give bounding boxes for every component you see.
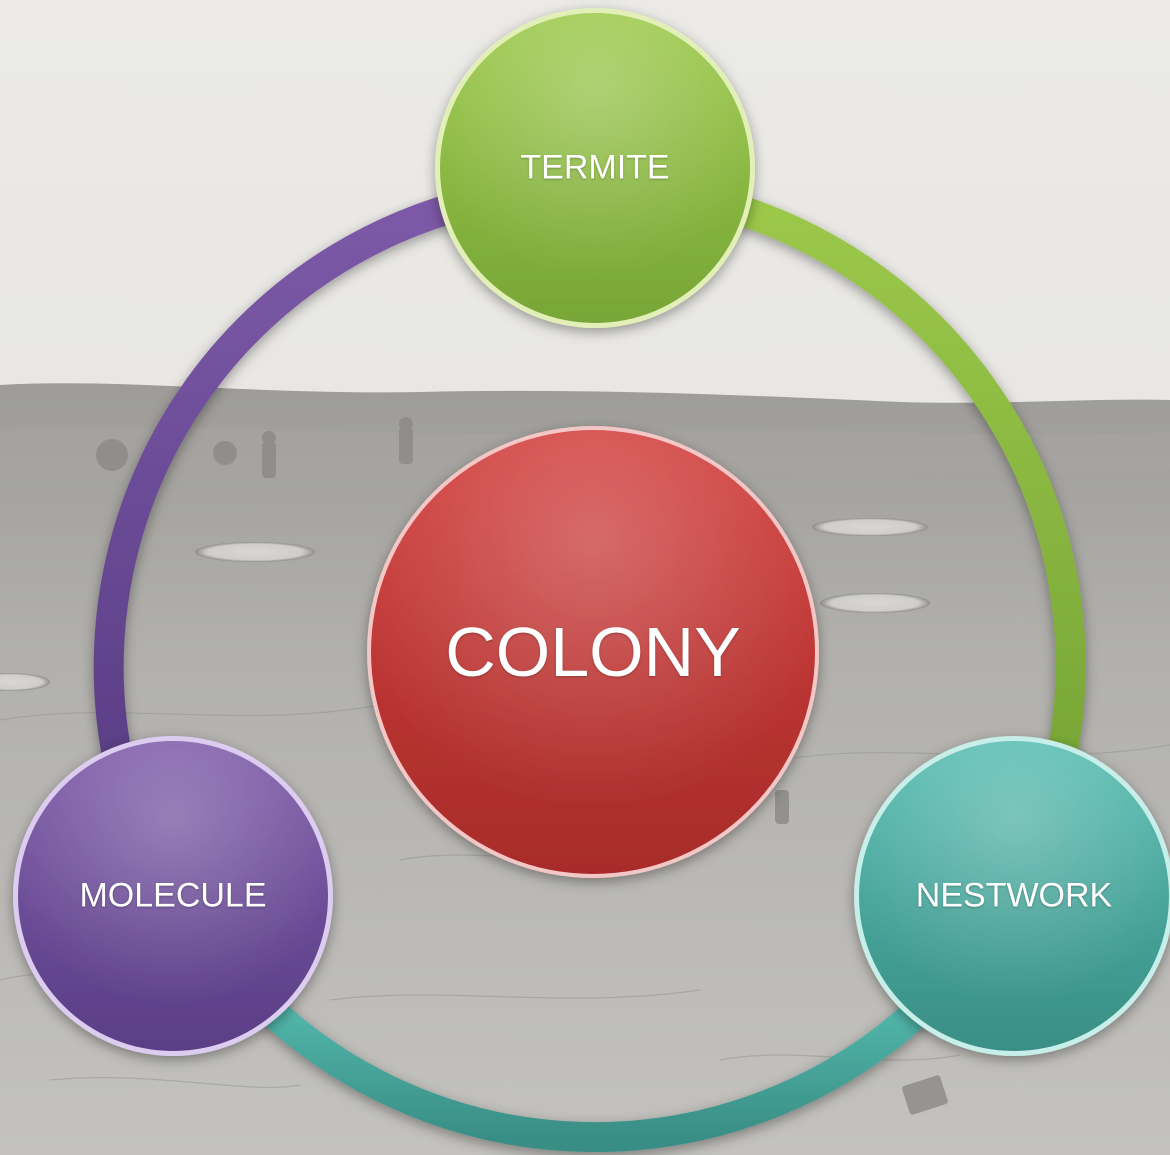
- nestwork-label: NESTWORK: [915, 876, 1113, 915]
- colony-label: COLONY: [445, 613, 741, 691]
- arc-molecule-to-termite: [93, 180, 525, 785]
- node-molecule: [13, 736, 333, 1056]
- node-nestwork: [854, 736, 1170, 1056]
- termite-label: TERMITE: [520, 148, 670, 187]
- node-termite: [435, 8, 755, 328]
- arc-termite-to-nestwork: [665, 180, 1086, 780]
- node-colony: [367, 426, 819, 878]
- arc-nestwork-to-molecule: [235, 975, 945, 1153]
- molecule-label: MOLECULE: [79, 876, 267, 915]
